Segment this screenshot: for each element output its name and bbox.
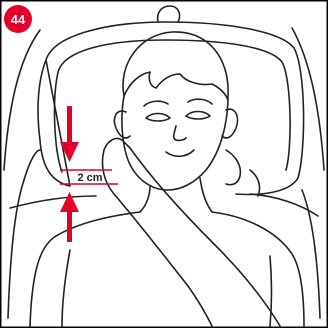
step-number-badge: 44	[4, 5, 32, 33]
step-number: 44	[11, 12, 26, 27]
measurement-label: 2 cm	[77, 172, 102, 184]
